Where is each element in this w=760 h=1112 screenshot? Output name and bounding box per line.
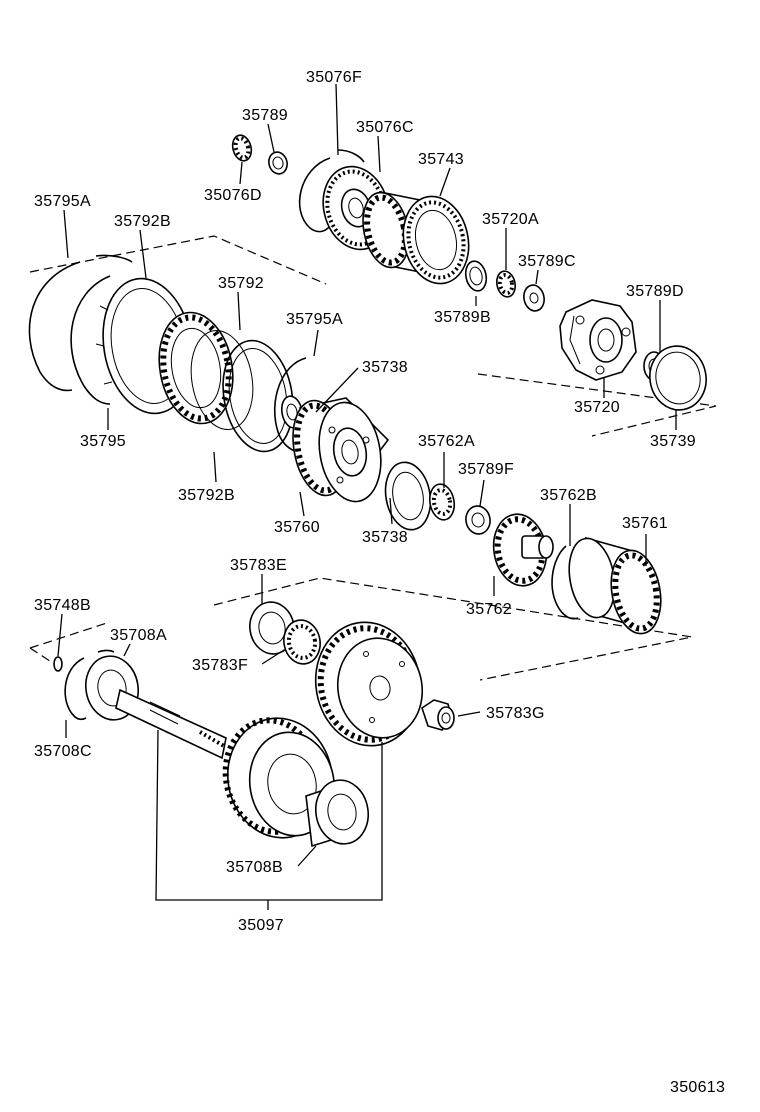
bearing-35783F bbox=[283, 619, 321, 665]
assembly-outline-upper-left bbox=[29, 235, 327, 285]
washer-35789B bbox=[464, 260, 488, 292]
label-35783G: 35783G bbox=[486, 705, 545, 722]
snap-ring-35795 bbox=[70, 275, 111, 405]
washer-35789F bbox=[465, 505, 491, 535]
label-35789F: 35789F bbox=[458, 461, 514, 478]
label-35720A: 35720A bbox=[482, 211, 539, 228]
bearing-35708B bbox=[305, 779, 370, 848]
label-35789B: 35789B bbox=[434, 309, 491, 326]
washer-35789 bbox=[268, 151, 288, 175]
output-shaft-35097 bbox=[115, 688, 227, 760]
label-35748B: 35748B bbox=[34, 597, 91, 614]
clutch-drum-35760 bbox=[292, 397, 390, 503]
bearing-35076D bbox=[231, 134, 253, 162]
label-35795: 35795 bbox=[80, 433, 126, 450]
label-35789C: 35789C bbox=[518, 253, 576, 270]
reference-code: 350613 bbox=[670, 1079, 725, 1096]
assembly-outline-lower-left bbox=[29, 621, 111, 666]
clutch-plate-35792B-lower bbox=[222, 339, 294, 453]
leader-lines bbox=[57, 83, 677, 910]
assembly-outline-right bbox=[477, 373, 717, 437]
label-35760: 35760 bbox=[274, 519, 320, 536]
label-35762: 35762 bbox=[466, 601, 512, 618]
label-35076C: 35076C bbox=[356, 119, 414, 136]
label-35720: 35720 bbox=[574, 399, 620, 416]
label-35792: 35792 bbox=[218, 275, 264, 292]
bearing-35762A bbox=[428, 483, 456, 521]
snap-ring-35708A bbox=[64, 649, 115, 721]
label-35738-top: 35738 bbox=[362, 359, 408, 376]
drive-gear-35097 bbox=[222, 717, 336, 839]
label-35792B-bottom: 35792B bbox=[178, 487, 235, 504]
clutch-drum-35743 bbox=[362, 190, 470, 285]
label-35076F: 35076F bbox=[306, 69, 362, 86]
label-35708B: 35708B bbox=[226, 859, 283, 876]
label-35739: 35739 bbox=[650, 433, 696, 450]
label-35738-bottom: 35738 bbox=[362, 529, 408, 546]
label-35783F: 35783F bbox=[192, 657, 248, 674]
washer-35789C bbox=[523, 284, 545, 312]
plate-35738-lower bbox=[384, 461, 432, 531]
label-35789: 35789 bbox=[242, 107, 288, 124]
label-35762B: 35762B bbox=[540, 487, 597, 504]
label-35076D: 35076D bbox=[204, 187, 262, 204]
label-35761: 35761 bbox=[622, 515, 668, 532]
label-35795A-middle: 35795A bbox=[286, 311, 343, 328]
ring-gear-35097-large bbox=[314, 621, 424, 747]
part-labels: 35076F 35789 35076C 35743 35076D 35795A … bbox=[34, 69, 725, 1096]
label-35097: 35097 bbox=[238, 917, 284, 934]
label-35789D: 35789D bbox=[626, 283, 684, 300]
snap-ring-35795A-middle bbox=[273, 357, 307, 453]
drum-35761 bbox=[568, 536, 662, 635]
label-35762A: 35762A bbox=[418, 433, 475, 450]
sun-gear-35762 bbox=[492, 513, 554, 587]
label-35783E: 35783E bbox=[230, 557, 287, 574]
label-35795A-top: 35795A bbox=[34, 193, 91, 210]
snap-ring-35795A bbox=[28, 254, 133, 392]
clutch-disc-35792 bbox=[158, 311, 254, 431]
nut-35783G bbox=[421, 699, 455, 731]
label-35708C: 35708C bbox=[34, 743, 92, 760]
label-35708A: 35708A bbox=[110, 627, 167, 644]
snap-ring-35748B bbox=[53, 656, 63, 672]
snap-ring-35076F bbox=[298, 149, 365, 233]
label-35743: 35743 bbox=[418, 151, 464, 168]
snap-ring-35762B bbox=[551, 545, 579, 620]
carrier-35720 bbox=[559, 299, 637, 381]
ring-35739 bbox=[649, 345, 707, 411]
label-35792B-top: 35792B bbox=[114, 213, 171, 230]
assembly-outline-middle bbox=[213, 577, 693, 681]
bearing-35720A bbox=[495, 270, 517, 298]
